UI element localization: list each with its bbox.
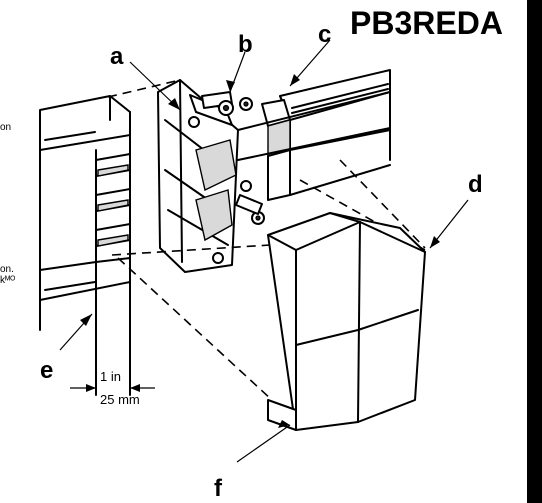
bracket-a xyxy=(157,79,252,273)
product-code-title: PB3REDA xyxy=(350,5,503,41)
callout-a: a xyxy=(110,43,124,70)
dimension-millimeters: 25 mm xyxy=(100,392,140,407)
leader-lines xyxy=(59,39,469,463)
right-rails xyxy=(237,91,391,161)
callout-b: b xyxy=(238,31,253,58)
left-raceway xyxy=(39,95,131,396)
margin-text-mid-1: on. xyxy=(0,264,14,275)
right-border-bar xyxy=(527,0,542,503)
screws-b xyxy=(201,91,265,225)
callout-f: f xyxy=(214,475,223,502)
callout-e: e xyxy=(40,357,53,384)
end-cover-d xyxy=(267,212,426,431)
margin-text-mid-2: kᴹᴼ xyxy=(0,275,15,286)
dimension-marker xyxy=(70,362,155,395)
margin-text-top: on xyxy=(0,122,11,133)
alignment-lines xyxy=(107,79,426,401)
right-raceway-c xyxy=(261,69,391,201)
callout-d: d xyxy=(468,171,483,198)
callout-c: c xyxy=(318,21,331,48)
dimension-inches: 1 in xyxy=(100,369,121,384)
